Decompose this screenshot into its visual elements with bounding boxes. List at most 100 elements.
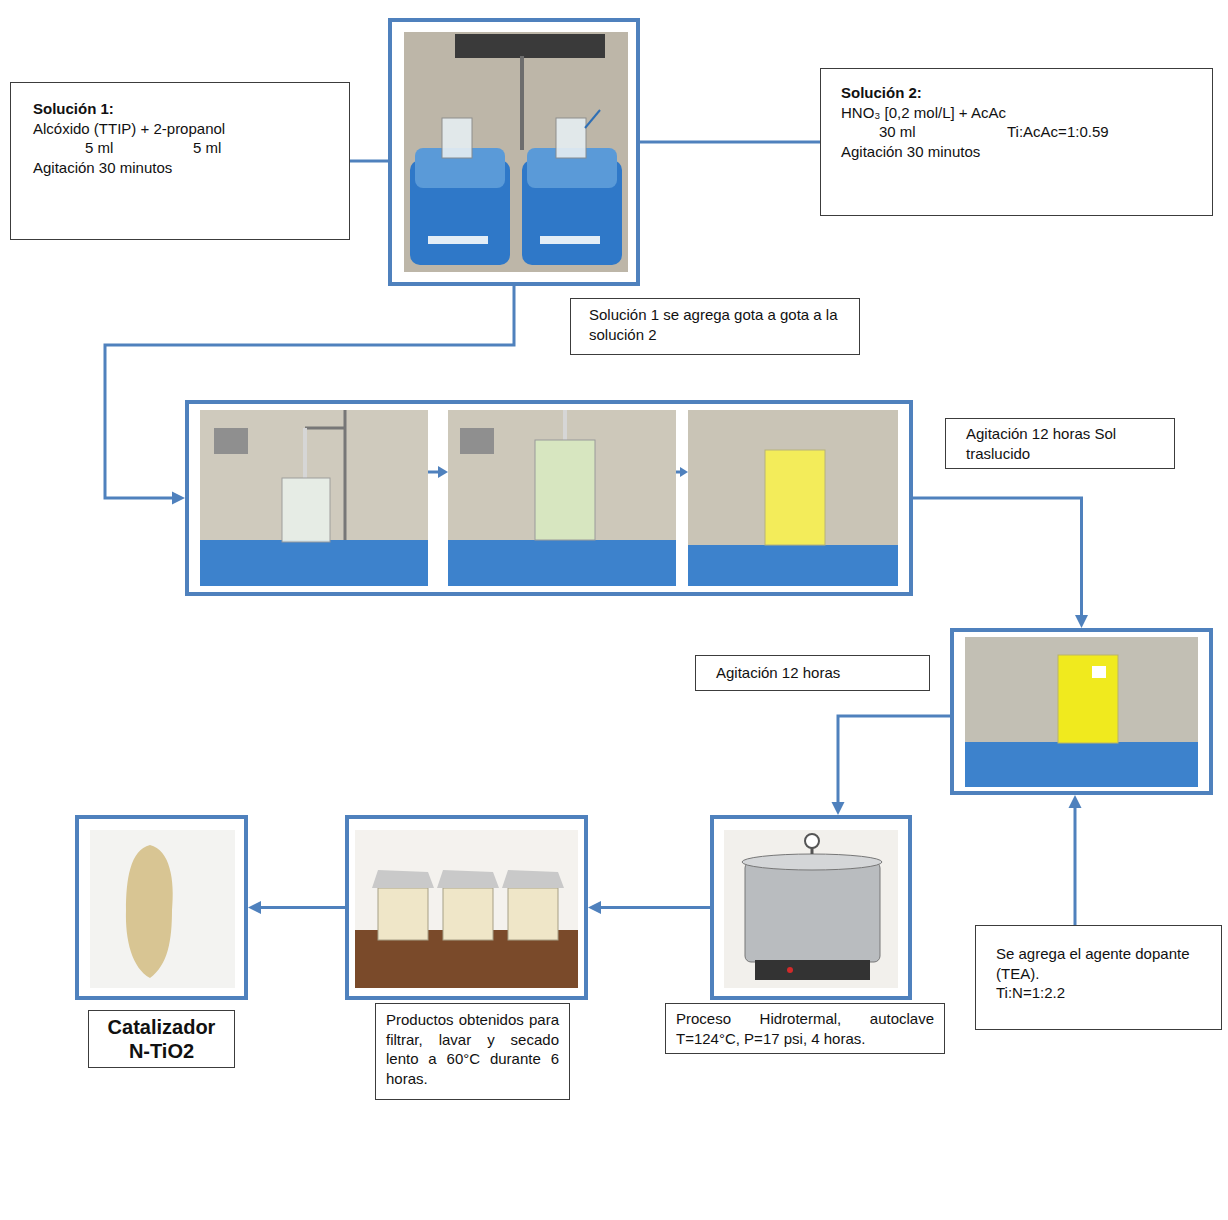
mixing-photo-3-part [688, 545, 898, 586]
yellow-sol-photo [965, 637, 1198, 787]
photo-arrows [428, 466, 688, 478]
quantity-text: 5 ml [85, 138, 193, 158]
autoclave-photo [724, 830, 898, 988]
box-text: HNO₃ [0,2 mol/L] + AcAc [841, 103, 1192, 123]
hotplates-photo-part [556, 118, 586, 158]
powder-photo-part [126, 845, 173, 978]
flow-connector [640, 142, 820, 143]
photo-frame [345, 815, 588, 1000]
arrow-head [588, 901, 601, 914]
photo-frame [185, 400, 913, 596]
arrow-head [172, 492, 185, 505]
mixing-photo-2-part [535, 440, 595, 540]
box-text: Agitación 12 horas Sol traslucido [966, 424, 1154, 463]
box-text: Alcóxido (TTIP) + 2-propanol [33, 119, 327, 139]
box-text: Agitación 30 minutos [841, 142, 1192, 162]
box-text: Catalizador N-TiO2 [95, 1015, 228, 1063]
autoclave-photo-part [805, 834, 819, 848]
flow-connector [588, 901, 710, 914]
box-heading: Solución 1: [33, 99, 327, 119]
hotplates-photo-part [540, 236, 600, 244]
photo-frame [388, 18, 640, 286]
connector-line [640, 141, 820, 144]
step-caption: Proceso Hidrotermal, autoclave T=124°C, … [665, 1003, 945, 1054]
beakers-photo-part [437, 870, 499, 888]
yellow-sol-photo-part [1092, 666, 1106, 678]
flow-connector [832, 716, 951, 815]
box-text: Productos obtenidos para filtrar, lavar … [386, 1010, 559, 1088]
arrow-head [1075, 615, 1088, 628]
mixing-photo-1-part [214, 428, 248, 454]
quantity-text: 5 ml [193, 138, 221, 158]
solution-box: Solución 1:Alcóxido (TTIP) + 2-propanol5… [10, 82, 350, 240]
hotplates-photo [404, 32, 628, 272]
photo-arrows-part [680, 467, 688, 477]
beakers-photo-part [443, 888, 493, 940]
photo-frame [950, 628, 1213, 795]
solution-box: Solución 2:HNO₃ [0,2 mol/L] + AcAc30 mlT… [820, 68, 1213, 216]
mixing-photo-2 [448, 410, 676, 586]
mixing-photo-1-part [282, 478, 330, 542]
mixing-photo-2-part [460, 428, 494, 454]
mixing-photo-1 [200, 410, 428, 586]
flow-connector [1069, 795, 1082, 925]
mixing-photo-2-part [448, 410, 676, 586]
hotplates-photo-part [442, 118, 472, 158]
mixing-photo-1-part [200, 540, 428, 586]
autoclave-photo-part [787, 967, 793, 973]
note-box: Se agrega el agente dopante (TEA).Ti:N=1… [975, 925, 1222, 1030]
autoclave-photo-part [724, 830, 898, 988]
mixing-photo-1-part [200, 410, 428, 586]
arrow-head [1069, 795, 1082, 808]
yellow-sol-photo-part [1058, 655, 1118, 743]
connector-line [1074, 805, 1077, 925]
connector-line [598, 906, 710, 909]
autoclave-photo-part [745, 862, 880, 962]
photo-frame [75, 815, 248, 1000]
mixing-photo-2-part [448, 540, 676, 586]
quantity-row: 30 mlTi:AcAc=1:0.59 [841, 122, 1192, 142]
quantity-text: Ti:AcAc=1:0.59 [1007, 122, 1109, 142]
box-text: Agitación 30 minutos [33, 158, 327, 178]
mixing-photo-3-part [765, 450, 825, 545]
autoclave-photo-part [742, 854, 882, 870]
step-caption: Productos obtenidos para filtrar, lavar … [375, 1003, 570, 1100]
beakers-photo [355, 830, 578, 988]
quantity-text: 30 ml [879, 122, 1007, 142]
note-box: Solución 1 se agrega gota a gota a la so… [570, 298, 860, 355]
connector-line [913, 498, 1082, 618]
hotplates-photo-part [520, 56, 524, 150]
mixing-photo-1-part [305, 427, 345, 430]
flow-connector [105, 286, 514, 505]
connector-line [258, 906, 345, 909]
box-text: Ti:N=1:2.2 [996, 983, 1201, 1003]
arrow-head [832, 802, 845, 815]
mixing-photo-3 [688, 410, 898, 586]
beakers-photo-part [378, 888, 428, 940]
mixing-photo-3-part [688, 410, 898, 586]
beakers-photo-part [502, 870, 564, 888]
autoclave-photo-part [755, 960, 870, 980]
flow-connector [913, 498, 1088, 628]
product-label: Catalizador N-TiO2 [88, 1010, 235, 1068]
mixing-photo-1-part [303, 428, 307, 478]
yellow-sol-photo-part [965, 637, 1198, 787]
note-box: Agitación 12 horas [695, 655, 930, 691]
connector-line [105, 286, 514, 498]
hotplates-photo-part [585, 110, 600, 128]
beakers-photo-part [508, 888, 558, 940]
box-heading: Solución 2: [841, 83, 1192, 103]
hotplates-photo-part [404, 32, 628, 272]
flow-connector [248, 901, 345, 914]
powder-photo [90, 830, 235, 988]
arrow-head [248, 901, 261, 914]
box-text: Proceso Hidrotermal, autoclave T=124°C, … [676, 1009, 934, 1048]
connector-line [838, 716, 950, 805]
beakers-photo-part [372, 870, 434, 888]
photo-frame [710, 815, 912, 1000]
hotplates-photo-part [428, 236, 488, 244]
photo-arrows-part [438, 466, 448, 478]
box-text: Solución 1 se agrega gota a gota a la so… [589, 305, 841, 344]
powder-photo-part [90, 830, 235, 988]
